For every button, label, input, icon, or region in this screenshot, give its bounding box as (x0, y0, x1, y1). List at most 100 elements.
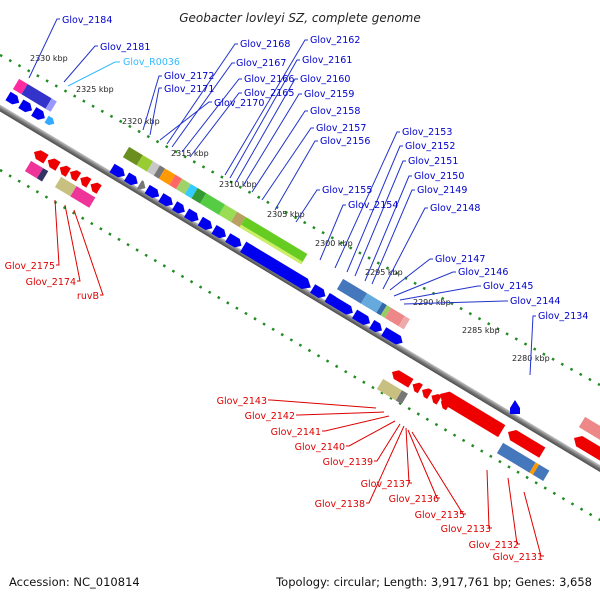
gene-label[interactable]: Glov_2170 (214, 98, 264, 109)
gene-label[interactable]: Glov_2175 (5, 261, 55, 272)
gene-arrow[interactable] (381, 327, 405, 347)
gene-label[interactable]: Glov_2132 (469, 540, 519, 551)
gene-box[interactable] (12, 78, 28, 95)
gene-label[interactable]: Glov_2165 (244, 88, 294, 99)
gene-box[interactable] (529, 462, 540, 475)
gene-label[interactable]: Glov_2141 (271, 427, 321, 438)
gene-arrow[interactable] (158, 193, 175, 209)
gene-label[interactable]: Glov_2168 (240, 39, 290, 50)
gene-box[interactable] (376, 378, 402, 401)
gene-arrow[interactable] (136, 180, 148, 192)
gene-box[interactable] (230, 211, 246, 228)
gene-arrow[interactable] (144, 184, 162, 201)
gene-label[interactable]: Glov_2151 (408, 156, 458, 167)
gene-label[interactable]: Glov_2159 (304, 89, 354, 100)
gene-arrow[interactable] (505, 427, 546, 458)
gene-label[interactable]: Glov_2147 (435, 254, 485, 265)
gene-label[interactable]: Glov_2171 (164, 84, 214, 95)
gene-arrow[interactable] (123, 172, 140, 187)
gene-arrow[interactable] (31, 107, 47, 122)
gene-label[interactable]: Glov_2172 (164, 71, 214, 82)
gene-box[interactable] (24, 160, 44, 179)
gene-arrow[interactable] (419, 386, 433, 399)
gene-arrow[interactable] (240, 241, 314, 293)
gene-label[interactable]: Glov_2154 (348, 200, 398, 211)
gene-label-rna[interactable]: Glov_R0036 (123, 57, 180, 68)
gene-label[interactable]: Glov_2174 (26, 277, 76, 288)
gene-box[interactable] (239, 216, 308, 265)
gene-box[interactable] (146, 161, 160, 176)
gene-label[interactable]: Glov_2158 (310, 106, 360, 117)
gene-label[interactable]: Glov_2137 (361, 479, 411, 490)
gene-arrow[interactable] (310, 284, 328, 300)
gene-box[interactable] (70, 186, 96, 208)
gene-box[interactable] (578, 416, 600, 441)
gene-box[interactable] (122, 146, 143, 166)
gene-label[interactable]: Glov_2148 (430, 203, 480, 214)
gene-label[interactable]: ruvB (77, 291, 99, 302)
gene-label[interactable]: Glov_2145 (483, 281, 533, 292)
gene-arrow[interactable] (211, 225, 228, 241)
gene-box[interactable] (532, 464, 550, 481)
gene-box[interactable] (21, 84, 52, 109)
gene-arrow[interactable] (171, 201, 187, 216)
gene-arrow[interactable] (571, 433, 600, 462)
gene-label[interactable]: Glov_2135 (415, 510, 465, 521)
gene-label[interactable]: Glov_2166 (244, 74, 294, 85)
gene-box[interactable] (380, 305, 392, 318)
gene-box[interactable] (158, 168, 176, 185)
gene-box[interactable] (184, 183, 198, 199)
gene-arrow[interactable] (5, 91, 21, 107)
gene-label[interactable]: Glov_2161 (302, 55, 352, 66)
gene-box[interactable] (376, 302, 387, 316)
gene-arrow[interactable] (351, 309, 373, 328)
gene-box[interactable] (36, 168, 49, 182)
gene-label[interactable]: Glov_2153 (402, 127, 452, 138)
gene-box[interactable] (153, 165, 166, 179)
gene-box[interactable] (136, 155, 154, 172)
gene-label[interactable]: Glov_2181 (100, 42, 150, 53)
gene-arrow[interactable] (57, 163, 71, 177)
gene-label[interactable]: Glov_2139 (323, 457, 373, 468)
gene-arrow[interactable] (429, 391, 442, 405)
gene-label[interactable]: Glov_2133 (441, 524, 491, 535)
gene-box[interactable] (336, 278, 368, 304)
gene-box[interactable] (395, 390, 408, 405)
gene-label[interactable]: Glov_2160 (300, 74, 350, 85)
gene-label[interactable]: Glov_2155 (322, 185, 372, 196)
gene-box[interactable] (169, 174, 183, 190)
gene-label[interactable]: Glov_2152 (405, 141, 455, 152)
gene-arrow[interactable] (225, 233, 244, 250)
gene-label[interactable]: Glov_2143 (217, 396, 267, 407)
gene-arrow[interactable] (31, 148, 49, 164)
gene-arrow[interactable] (410, 380, 423, 394)
gene-label[interactable]: Glov_2157 (316, 123, 366, 134)
gene-arrow[interactable] (389, 368, 414, 388)
gene-arrow[interactable] (197, 216, 215, 233)
gene-label[interactable]: Glov_2149 (417, 185, 467, 196)
gene-box[interactable] (45, 98, 57, 112)
gene-arrow[interactable] (18, 99, 34, 114)
gene-arrow[interactable] (44, 115, 57, 127)
gene-label[interactable]: Glov_2144 (510, 296, 560, 307)
gene-box[interactable] (398, 315, 410, 330)
gene-label[interactable]: Glov_2142 (245, 411, 295, 422)
gene-box[interactable] (176, 178, 191, 195)
gene-box[interactable] (384, 307, 405, 327)
gene-label[interactable]: Glov_2134 (538, 311, 588, 322)
gene-label[interactable]: Glov_2150 (414, 171, 464, 182)
gene-arrow[interactable] (67, 168, 82, 182)
gene-label[interactable]: Glov_2136 (389, 494, 439, 505)
gene-arrow[interactable] (325, 293, 355, 318)
gene-box[interactable] (239, 224, 303, 265)
gene-arrow[interactable] (45, 156, 61, 171)
gene-box[interactable] (496, 442, 536, 473)
gene-arrow[interactable] (78, 174, 92, 188)
gene-label[interactable]: Glov_2138 (315, 499, 365, 510)
gene-box[interactable] (200, 193, 226, 215)
gene-arrow[interactable] (109, 163, 127, 180)
gene-box[interactable] (54, 176, 77, 197)
gene-box[interactable] (360, 293, 383, 313)
gene-box[interactable] (191, 188, 207, 204)
gene-arrow[interactable] (436, 388, 506, 438)
